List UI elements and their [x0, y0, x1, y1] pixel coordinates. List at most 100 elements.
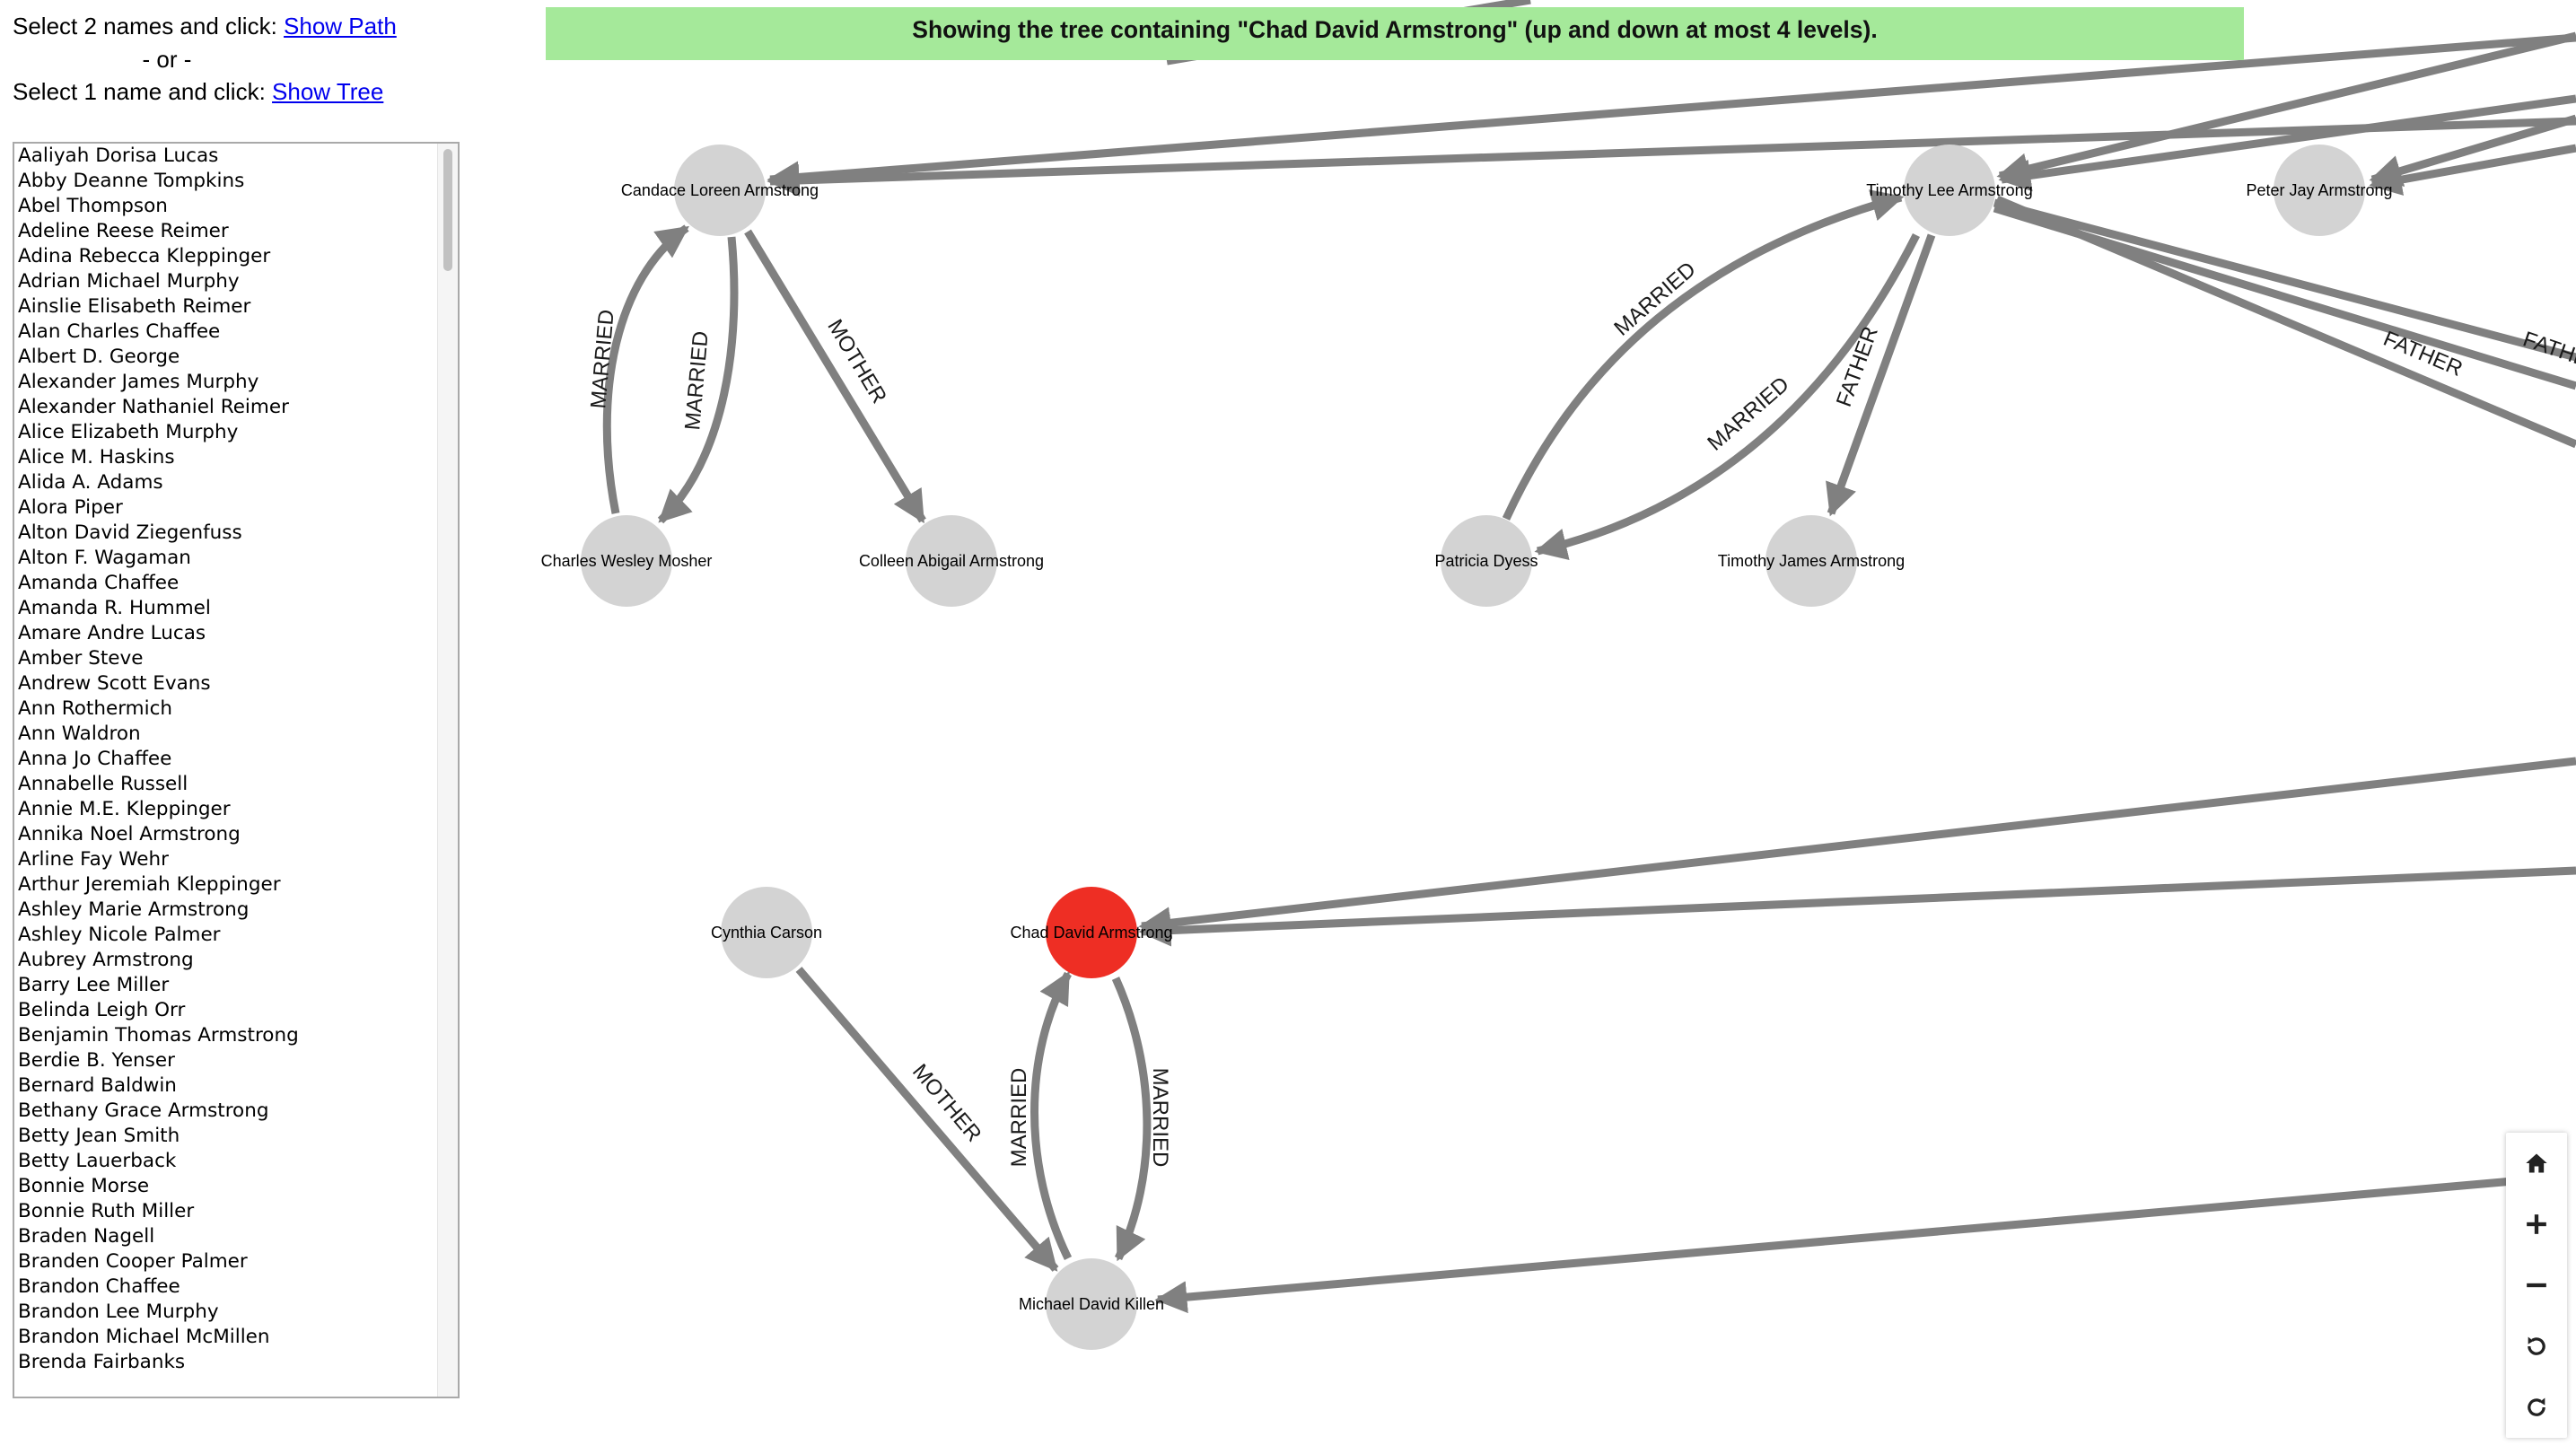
- name-list-option[interactable]: Adina Rebecca Kleppinger: [18, 245, 271, 267]
- node-label: Michael David Killen: [1019, 1295, 1164, 1313]
- name-list-option[interactable]: Amanda R. Hummel: [18, 597, 211, 619]
- name-list-option[interactable]: Bethany Grace Armstrong: [18, 1099, 269, 1122]
- name-list-option[interactable]: Bernard Baldwin: [18, 1074, 177, 1097]
- name-list-option[interactable]: Alida A. Adams: [18, 471, 163, 494]
- list-scrollbar[interactable]: [437, 144, 458, 1397]
- name-list-option[interactable]: Betty Jean Smith: [18, 1125, 180, 1147]
- node-patricia-dyess[interactable]: Patricia Dyess: [1434, 515, 1538, 607]
- name-list-option[interactable]: Brandon Michael McMillen: [18, 1326, 270, 1348]
- edge-cynthia-mother-michael: [795, 967, 1059, 1272]
- name-list-option[interactable]: Amber Steve: [18, 647, 144, 670]
- undo-button[interactable]: [2506, 1316, 2567, 1377]
- show-path-instruction: Select 2 names and click: Show Path: [13, 13, 397, 40]
- node-charles-wesley-mosher[interactable]: Charles Wesley Mosher: [541, 515, 713, 607]
- node-chad-david-armstrong[interactable]: Chad David Armstrong: [1010, 887, 1173, 978]
- edge-label-married: MARRIED: [586, 309, 619, 410]
- show-path-prompt: Select 2 names and click:: [13, 13, 285, 39]
- home-button[interactable]: [2506, 1133, 2567, 1194]
- name-list-option[interactable]: Alora Piper: [18, 496, 123, 519]
- node-candace-loreen-armstrong[interactable]: Candace Loreen Armstrong: [621, 145, 819, 236]
- node-cynthia-carson[interactable]: Cynthia Carson: [711, 887, 822, 978]
- name-list-option[interactable]: Betty Lauerback: [18, 1150, 177, 1172]
- name-list-option[interactable]: Ainslie Elisabeth Reimer: [18, 295, 251, 318]
- name-list-option[interactable]: Alice Elizabeth Murphy: [18, 421, 239, 443]
- name-list-option[interactable]: Braden Nagell: [18, 1225, 155, 1248]
- node-label: Colleen Abigail Armstrong: [859, 552, 1044, 570]
- name-list-option[interactable]: Abby Deanne Tompkins: [18, 170, 245, 192]
- name-list-option[interactable]: Alton F. Wagaman: [18, 547, 191, 569]
- redo-button[interactable]: [2506, 1377, 2567, 1438]
- edge-offscreen-to-candace: [767, 117, 2576, 197]
- edge-timothy-father-out: [1995, 195, 2576, 449]
- name-list-option[interactable]: Ashley Nicole Palmer: [18, 924, 221, 946]
- undo-icon: [2528, 1336, 2545, 1355]
- show-tree-link[interactable]: Show Tree: [272, 78, 384, 105]
- name-list-option[interactable]: Annika Noel Armstrong: [18, 823, 241, 845]
- name-list-option[interactable]: Amare Andre Lucas: [18, 622, 206, 644]
- edge-candace-mother-colleen: [744, 229, 926, 524]
- edge-label-married: MARRIED: [1148, 1068, 1172, 1168]
- name-list-option[interactable]: Benjamin Thomas Armstrong: [18, 1024, 299, 1047]
- name-list-option[interactable]: Alice M. Haskins: [18, 446, 175, 469]
- name-list-option[interactable]: Bonnie Ruth Miller: [18, 1200, 195, 1222]
- name-list-option[interactable]: Ann Waldron: [18, 723, 141, 745]
- node-peter-jay-armstrong[interactable]: Peter Jay Armstrong: [2246, 145, 2393, 236]
- zoom-out-button[interactable]: [2506, 1255, 2567, 1316]
- name-list-option[interactable]: Annabelle Russell: [18, 773, 188, 795]
- edge-label-married: MARRIED: [680, 330, 714, 432]
- edge-offscreen-to-timothy: [1996, 31, 2576, 185]
- node-michael-david-killen[interactable]: Michael David Killen: [1019, 1258, 1164, 1350]
- name-list-option[interactable]: Brandon Chaffee: [18, 1275, 180, 1298]
- edge-timothy-married-patricia: [1534, 232, 1921, 561]
- graph-nodes[interactable]: Candace Loreen Armstrong Timothy Lee Arm…: [541, 145, 2393, 1350]
- edge-timothy-father-timothy-james: [1826, 233, 1936, 517]
- name-list-option[interactable]: Alexander James Murphy: [18, 371, 259, 393]
- name-list-option[interactable]: Branden Cooper Palmer: [18, 1250, 248, 1273]
- name-list-option[interactable]: Adeline Reese Reimer: [18, 220, 229, 242]
- edge-label-mother: MOTHER: [822, 315, 891, 407]
- name-list-option[interactable]: Alexander Nathaniel Reimer: [18, 396, 289, 418]
- name-list-option[interactable]: Arthur Jeremiah Kleppinger: [18, 873, 281, 896]
- name-list-option[interactable]: Alton David Ziegenfuss: [18, 521, 242, 544]
- name-list-option[interactable]: Alan Charles Chaffee: [18, 320, 221, 343]
- edge-label-father: FATHER: [2379, 327, 2466, 381]
- zoom-in-button[interactable]: [2506, 1194, 2567, 1255]
- node-colleen-abigail-armstrong[interactable]: Colleen Abigail Armstrong: [859, 515, 1044, 607]
- name-list-option[interactable]: Brandon Lee Murphy: [18, 1301, 219, 1323]
- name-list-option[interactable]: Brenda Fairbanks: [18, 1351, 186, 1373]
- node-label: Charles Wesley Mosher: [541, 552, 713, 570]
- name-list-option[interactable]: Anna Jo Chaffee: [18, 748, 172, 770]
- zoom-out-icon: [2527, 1283, 2546, 1288]
- edge-label-father-partial: FATHE: [2519, 327, 2576, 372]
- show-path-link[interactable]: Show Path: [284, 13, 397, 39]
- name-list-option[interactable]: Amanda Chaffee: [18, 572, 180, 594]
- show-tree-prompt: Select 1 name and click:: [13, 78, 273, 105]
- node-label: Chad David Armstrong: [1010, 924, 1172, 942]
- node-label: Peter Jay Armstrong: [2246, 181, 2392, 199]
- list-scrollbar-thumb[interactable]: [443, 149, 452, 271]
- edge-charles-married-candace: [602, 224, 689, 514]
- name-list-option[interactable]: Adrian Michael Murphy: [18, 270, 240, 293]
- name-list-option[interactable]: Aubrey Armstrong: [18, 949, 194, 971]
- name-list-option[interactable]: Belinda Leigh Orr: [18, 999, 186, 1021]
- name-list-option[interactable]: Ann Rothermich: [18, 697, 173, 720]
- name-list-option[interactable]: Andrew Scott Evans: [18, 672, 211, 695]
- edge-offscreen-to-peter: [2369, 144, 2576, 196]
- name-list-option[interactable]: Albert D. George: [18, 346, 180, 368]
- edge-offscreen-to-peter: [2369, 114, 2576, 187]
- name-list-option[interactable]: Arline Fay Wehr: [18, 848, 170, 871]
- name-list-option[interactable]: Bonnie Morse: [18, 1175, 150, 1197]
- status-banner: Showing the tree containing "Chad David …: [546, 7, 2244, 60]
- name-list-option[interactable]: Ashley Marie Armstrong: [18, 898, 250, 921]
- node-timothy-lee-armstrong[interactable]: Timothy Lee Armstrong: [1866, 145, 2033, 236]
- name-list-option[interactable]: Berdie B. Yenser: [18, 1049, 175, 1072]
- name-list-option[interactable]: Barry Lee Miller: [18, 974, 170, 996]
- name-list-option[interactable]: Abel Thompson: [18, 195, 168, 217]
- edge-patricia-married-timothy: [1502, 189, 1905, 521]
- name-list-option[interactable]: Aaliyah Dorisa Lucas: [18, 145, 219, 167]
- name-list-option[interactable]: Annie M.E. Kleppinger: [18, 798, 231, 820]
- node-timothy-james-armstrong[interactable]: Timothy James Armstrong: [1718, 515, 1905, 607]
